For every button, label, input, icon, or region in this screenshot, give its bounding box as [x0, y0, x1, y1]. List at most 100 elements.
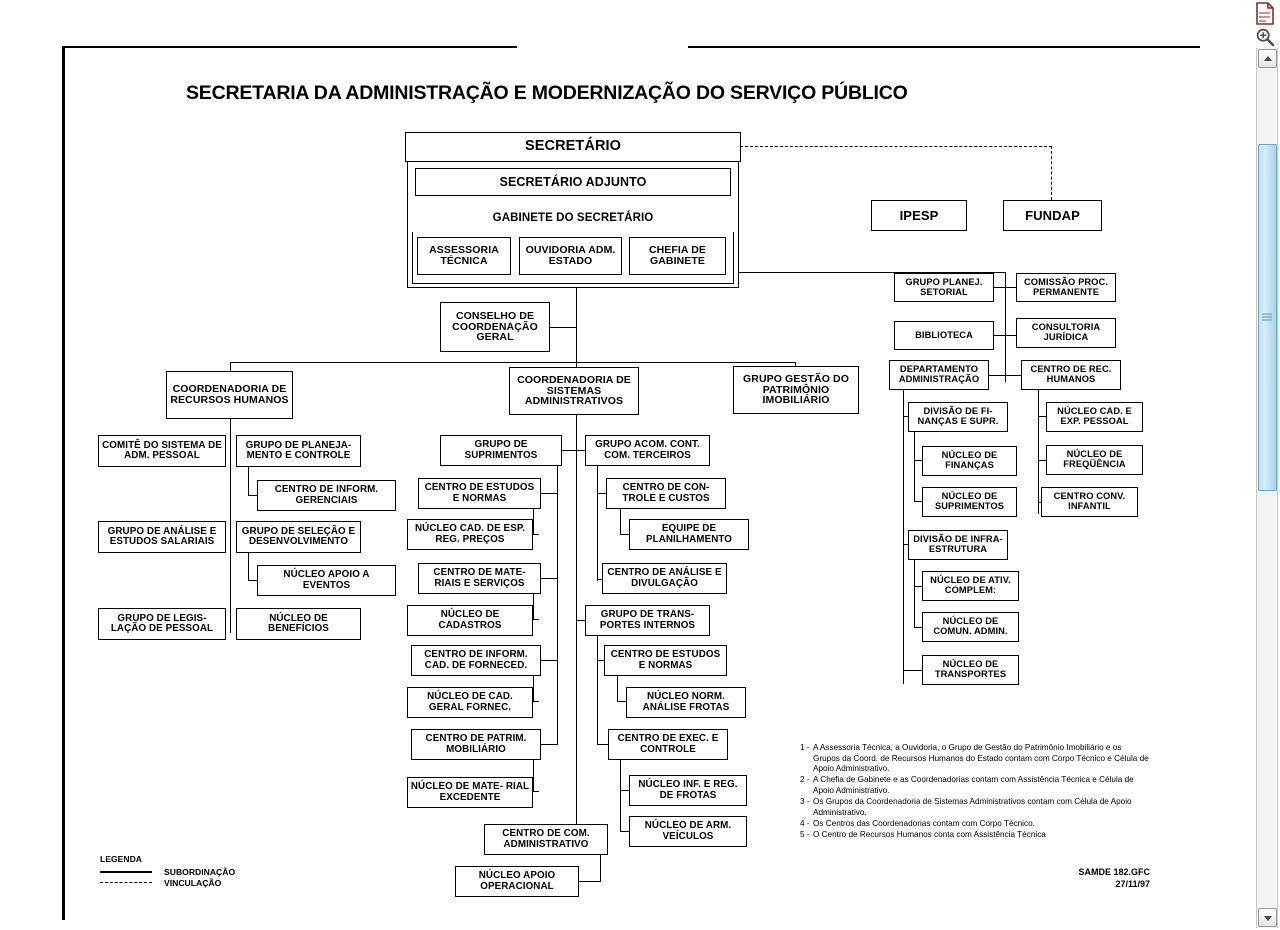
node-nucleo-ativ-complem[interactable]: NÚCLEO DE ATIV. COMPLEM: [922, 571, 1019, 601]
link-gruposelecao-to-nucleo [248, 580, 258, 582]
node-nucleo-norm-analise-frotas[interactable]: NÚCLEO NORM. ANÁLISE FROTAS [626, 687, 746, 718]
legend-label-subordinacao: SUBORDINAÇÃO [164, 866, 236, 877]
node-nucleo-inf-reg-frotas[interactable]: NÚCLEO INF. E REG. DE FROTAS [629, 775, 747, 806]
stub-centro-analise-divulgacao [597, 579, 603, 581]
scroll-down-button[interactable] [1258, 908, 1277, 927]
footnote-text: Os Centros das Coordenadorias contam com… [813, 819, 1035, 829]
node-nucleo-transportes[interactable]: NÚCLEO DE TRANSPORTES [922, 655, 1019, 685]
node-centro-com-administrativo[interactable]: CENTRO DE COM. ADMINISTRATIVO [484, 824, 608, 855]
node-centro-estudos-normas-transp[interactable]: CENTRO DE ESTUDOS E NORMAS [604, 645, 727, 676]
footnote-number: 4 - [800, 819, 810, 829]
node-grupo-gestao-patrimonio[interactable]: GRUPO GESTÃO DO PATRIMÔNIO IMOBILIÁRIO [733, 366, 859, 414]
bracket-exec-to-inf-frotas [620, 790, 630, 792]
node-nucleo-apoio-operacional[interactable]: NÚCLEO APOIO OPERACIONAL [455, 866, 579, 897]
node-centro-inform-gerenciais[interactable]: CENTRO DE INFORM. GERENCIAIS [257, 480, 396, 511]
node-chefia-gabinete[interactable]: CHEFIA DE GABINETE [629, 237, 726, 275]
node-nucleo-beneficios[interactable]: NÚCLEO DE BENEFÍCIOS [236, 608, 361, 640]
node-coordenadoria-recursos-humanos[interactable]: COORDENADORIA DE RECURSOS HUMANOS [166, 371, 293, 419]
bracket-to-ativ-complem [914, 586, 923, 588]
legend: LEGENDA SUBORDINAÇÃO VINCULAÇÃO [100, 854, 330, 888]
node-conselho-coordenacao-geral[interactable]: CONSELHO DE COORDENAÇÃO GERAL [440, 302, 550, 352]
node-nucleo-suprimentos-dep[interactable]: NÚCLEO DE SUPRIMENTOS [922, 487, 1017, 517]
link-chefia-to-right-spine [726, 272, 1006, 274]
page-border-top-left [62, 46, 517, 48]
node-grupo-analise-estudos-salariais[interactable]: GRUPO DE ANÁLISE E ESTUDOS SALARIAIS [98, 521, 226, 553]
stub-divisao-infra [903, 544, 909, 546]
node-centro-estudos-normas-sup[interactable]: CENTRO DE ESTUDOS E NORMAS [418, 478, 541, 509]
stub-nucleo-cad-exp [1038, 416, 1047, 418]
scrollbar-thumb[interactable] [1258, 144, 1277, 491]
node-grupo-acom-cont-terceiros[interactable]: GRUPO ACOM. CONT. COM. TERCEIROS [585, 435, 710, 466]
bracket-forneced-to-geralfornec [533, 660, 535, 702]
footnote-text: O Centro de Recursos Humanos conta com A… [813, 830, 1046, 840]
node-centro-rec-humanos[interactable]: CENTRO DE REC. HUMANOS [1021, 360, 1121, 390]
stub-centro-inform-forneced [541, 660, 558, 662]
footnote-item: 3 - Os Grupos da Coordenadoria de Sistem… [800, 797, 1150, 818]
legend-label-vinculacao: VINCULAÇÃO [164, 877, 222, 888]
node-nucleo-apoio-eventos[interactable]: NÚCLEO APOIO A EVENTOS [257, 565, 396, 596]
node-departamento-administracao[interactable]: DEPARTAMENTO ADMINISTRAÇÃO [889, 360, 989, 390]
viewer-chrome [1242, 0, 1280, 930]
node-centro-controle-custos[interactable]: CENTRO DE CON- TROLE E CUSTOS [606, 478, 726, 509]
node-secretario[interactable]: SECRETÁRIO [405, 132, 741, 162]
footnote-text: A Chefia de Gabinete e as Coordenadorias… [813, 775, 1134, 796]
node-comite-sistema-adm-pessoal[interactable]: COMITÊ DO SISTEMA DE ADM. PESSOAL [98, 435, 226, 467]
node-assessoria-tecnica[interactable]: ASSESSORIA TÉCNICA [417, 237, 511, 275]
document-icon[interactable] [1254, 2, 1276, 26]
node-grupo-transportes-internos[interactable]: GRUPO DE TRANS- PORTES INTERNOS [585, 605, 710, 636]
vertical-scrollbar[interactable] [1256, 48, 1278, 928]
node-grupo-planejamento-controle[interactable]: GRUPO DE PLANEJA- MENTO E CONTROLE [236, 435, 361, 467]
node-coordenadoria-sistemas-administrativos[interactable]: COORDENADORIA DE SISTEMAS ADMINISTRATIVO… [509, 367, 639, 415]
node-centro-inform-cad-forneced[interactable]: CENTRO DE INFORM. CAD. DE FORNECED. [411, 645, 541, 676]
node-nucleo-cad-geral-fornec[interactable]: NÚCLEO DE CAD. GERAL FORNEC. [407, 687, 533, 718]
footnote-item: 1 - A Assessoria Técnica, a Ouvidoria, o… [800, 743, 1150, 775]
node-divisao-infra-estrutura[interactable]: DIVISÃO DE INFRA-ESTRUTURA [908, 530, 1008, 560]
node-equipe-planilhamento[interactable]: EQUIPE DE PLANILHAMENTO [629, 519, 749, 550]
link-planej-comissao [993, 287, 1017, 289]
node-grupo-suprimentos[interactable]: GRUPO DE SUPRIMENTOS [440, 435, 562, 466]
legend-dashed-line-sample [100, 877, 158, 888]
node-nucleo-cad-esp-reg-precos[interactable]: NÚCLEO CAD. DE ESP. REG. PREÇOS [407, 519, 533, 550]
document-reference-code: SAMDE 182.GFC [1078, 867, 1150, 877]
node-nucleo-material-excedente[interactable]: NÚCLEO DE MATE- RIAL EXCEDENTE [407, 777, 533, 808]
bracket-to-nucleo-suprimentos [914, 501, 923, 503]
node-nucleo-comun-admin[interactable]: NÚCLEO DE COMUN. ADMIN. [922, 612, 1019, 642]
scroll-up-button[interactable] [1258, 49, 1277, 68]
node-secretario-adjunto[interactable]: SECRETÁRIO ADJUNTO [415, 168, 731, 196]
legend-title: LEGENDA [100, 854, 143, 864]
main-spine-from-gabinete [576, 288, 578, 363]
bracket-estudos-to-normfrotas [617, 676, 619, 702]
node-centro-exec-controle[interactable]: CENTRO DE EXEC. E CONTROLE [608, 729, 728, 760]
node-centro-materiais-servicos[interactable]: CENTRO DE MATE- RIAIS E SERVIÇOS [418, 563, 541, 594]
bracket-custos-to-planilhamento [620, 509, 622, 535]
node-centro-patrim-mobiliario[interactable]: CENTRO DE PATRIM. MOBILIÁRIO [411, 729, 541, 760]
footnote-text: A Assessoria Técnica, a Ouvidoria, o Gru… [813, 743, 1149, 774]
node-fundap[interactable]: FUNDAP [1003, 200, 1102, 231]
bracket-patrim-to-excedente-h [533, 791, 539, 793]
node-ouvidoria[interactable]: OUVIDORIA ADM. ESTADO [519, 237, 622, 275]
node-centro-conv-infantil[interactable]: CENTRO CONV. INFANTIL [1041, 487, 1138, 517]
link-grupoplanej-to-centro [248, 495, 258, 497]
node-nucleo-financas[interactable]: NÚCLEO DE FINANÇAS [922, 446, 1017, 476]
page-title: SECRETARIA DA ADMINISTRAÇÃO E MODERNIZAÇ… [186, 82, 908, 104]
stub-nucleo-frequencia [1038, 460, 1047, 462]
node-ipesp[interactable]: IPESP [871, 200, 967, 231]
zoom-in-icon[interactable] [1255, 27, 1275, 47]
node-biblioteca[interactable]: BIBLIOTECA [894, 321, 994, 350]
stub-centro-estudos-transp [597, 660, 605, 662]
node-nucleo-cadastros[interactable]: NÚCLEO DE CADASTROS [407, 605, 533, 636]
node-comissao-proc-permanente[interactable]: COMISSÃO PROC. PERMANENTE [1016, 273, 1116, 302]
departamento-spine [903, 390, 905, 684]
node-nucleo-arm-veiculos[interactable]: NÚCLEO DE ARM. VEÍCULOS [629, 816, 747, 847]
bracket-patrim-to-excedente [533, 744, 535, 792]
node-nucleo-cad-exp-pessoal[interactable]: NÚCLEO CAD. E EXP. PESSOAL [1046, 402, 1143, 432]
node-consultoria-juridica[interactable]: CONSULTORIA JURÍDICA [1016, 318, 1116, 348]
node-divisao-financas-supr[interactable]: DIVISÃO DE FI- NANÇAS E SUPR. [908, 402, 1008, 432]
footnote-item: 2 - A Chefia de Gabinete e as Coordenado… [800, 775, 1150, 796]
node-nucleo-frequencia[interactable]: NÚCLEO DE FREQÜÊNCIA [1046, 445, 1143, 475]
link-spine-to-acom [576, 450, 586, 452]
node-grupo-selecao-desenvolvimento[interactable]: GRUPO DE SELEÇÃO E DESENVOLVIMENTO [236, 521, 361, 553]
node-grupo-planej-setorial[interactable]: GRUPO PLANEJ. SETORIAL [894, 273, 994, 302]
node-centro-analise-divulgacao[interactable]: CENTRO DE ANÁLISE E DIVULGAÇÃO [602, 563, 727, 594]
node-grupo-legislacao-pessoal[interactable]: GRUPO DE LEGIS- LAÇÃO DE PESSOAL [98, 608, 226, 640]
